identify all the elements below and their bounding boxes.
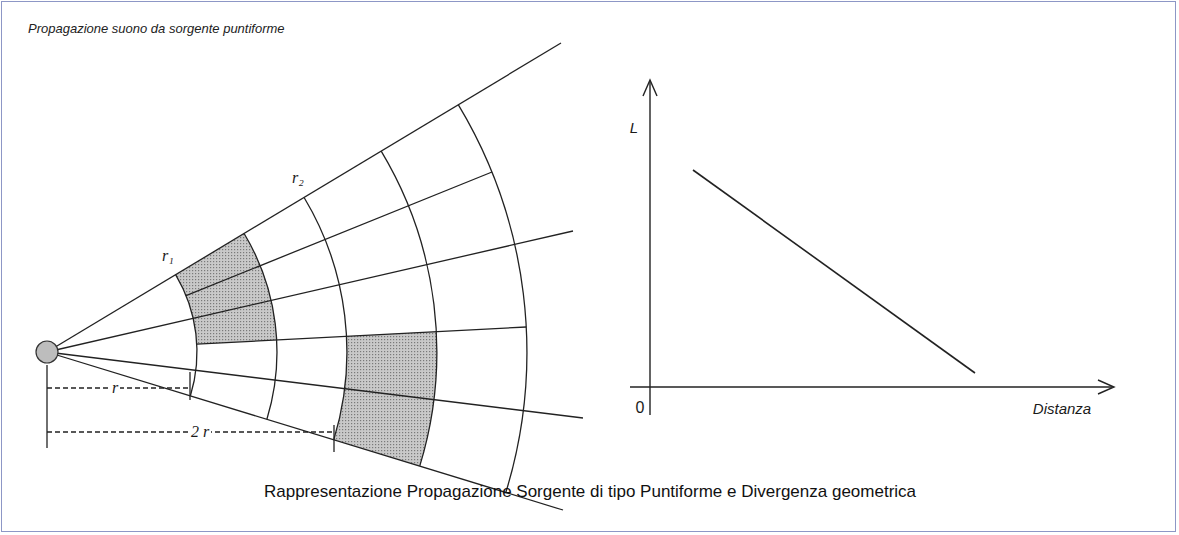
dimension-label: r: [110, 379, 120, 397]
dimension-tick: [189, 372, 190, 400]
radius-label: r₁: [160, 247, 176, 265]
axis-origin: 0: [636, 399, 645, 417]
axis-arrow: [1098, 380, 1114, 394]
dimension-tick: [46, 365, 47, 448]
wavefront: [381, 151, 437, 466]
wavefront: [458, 105, 526, 492]
dimension-label: 2 r: [189, 423, 211, 441]
dimension-tick: [333, 425, 334, 452]
axis-label: Distanza: [1033, 400, 1091, 417]
axis-arrow: [643, 80, 657, 96]
y-axis: [649, 82, 650, 415]
point-source: [36, 341, 58, 363]
ray: [47, 43, 561, 352]
heading: Propagazione suono da sorgente puntiform…: [28, 22, 285, 37]
grid-line: [197, 327, 527, 344]
shaded-area: [176, 234, 277, 345]
grid-line: [186, 172, 492, 296]
caption: Rappresentazione Propagazione Sorgente d…: [264, 482, 916, 502]
x-axis: [630, 386, 1112, 387]
axis-label: L: [630, 119, 638, 136]
ray: [47, 352, 583, 418]
level-line: [693, 170, 975, 373]
ray: [47, 231, 573, 352]
radius-label: r₂: [290, 169, 306, 187]
